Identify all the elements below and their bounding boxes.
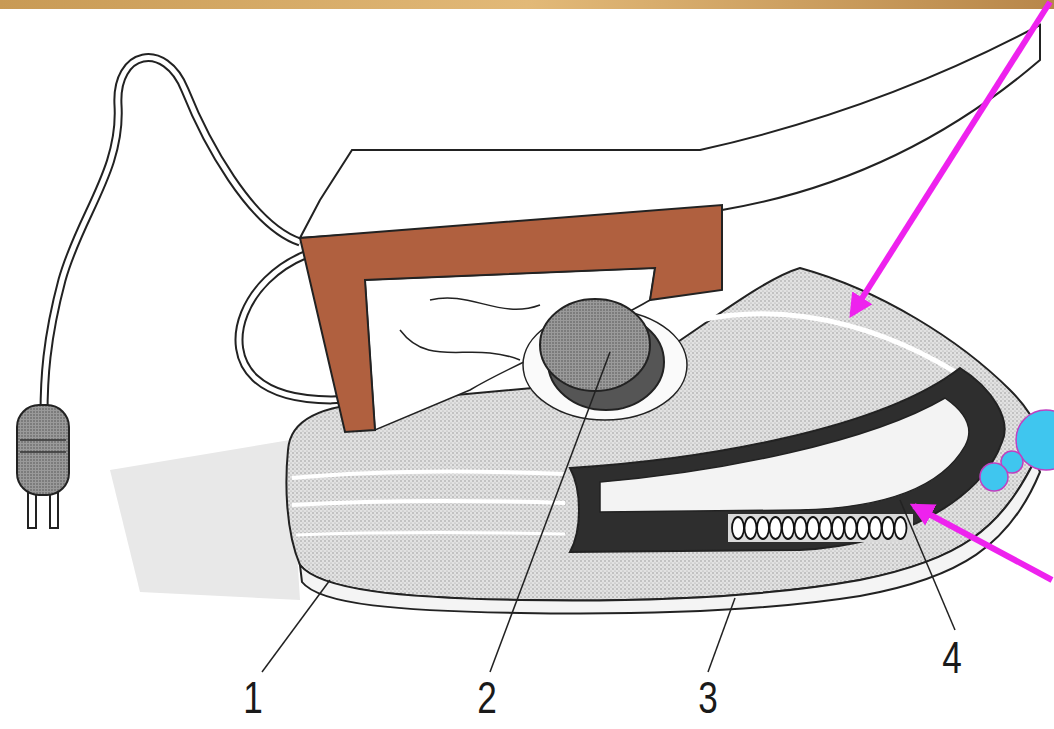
- inner-outline: [400, 298, 540, 360]
- coil-loop: [845, 517, 857, 539]
- pointer-arrow: [852, 2, 1050, 314]
- power-cord: [44, 58, 300, 415]
- coil-loop: [882, 517, 894, 539]
- coil-bay: [728, 514, 913, 542]
- coil-loop: [895, 517, 907, 539]
- coil-loop: [870, 517, 882, 539]
- coil-loop: [757, 517, 769, 539]
- handle: [300, 205, 722, 432]
- callout-number: 1: [243, 676, 263, 720]
- callout-number: 3: [698, 676, 718, 720]
- body-stripe: [292, 471, 565, 478]
- coil-loop: [857, 517, 869, 539]
- iron-body: [286, 268, 1039, 600]
- leader-line: [900, 500, 955, 630]
- body-stripe: [292, 501, 565, 505]
- top-band: [0, 0, 1054, 9]
- plug-prong: [28, 490, 36, 528]
- iron-shadow: [110, 440, 300, 600]
- coil-loop: [832, 517, 844, 539]
- body-stripe: [296, 533, 565, 535]
- plug-prong: [50, 490, 58, 528]
- coil-loop: [795, 517, 807, 539]
- coil-loop: [745, 517, 757, 539]
- heating-coil: [732, 517, 907, 539]
- leader-line: [490, 352, 610, 672]
- plug-ribs: [20, 440, 66, 452]
- coil-loop: [820, 517, 832, 539]
- callout-number: 4: [942, 636, 962, 680]
- coil-loop: [782, 517, 794, 539]
- slot-inner: [600, 398, 969, 512]
- coil-loop: [770, 517, 782, 539]
- callout-number: 2: [477, 676, 497, 720]
- coil-loop: [732, 517, 744, 539]
- power-cord-core: [44, 58, 300, 415]
- pointer-arrow: [914, 506, 1052, 580]
- plug-body: [17, 405, 69, 495]
- coil-loop: [807, 517, 819, 539]
- handle-top: [300, 25, 1040, 238]
- knob-top: [540, 299, 650, 391]
- leader-line: [708, 598, 735, 672]
- bubble: [980, 463, 1008, 491]
- leader-line: [262, 580, 330, 672]
